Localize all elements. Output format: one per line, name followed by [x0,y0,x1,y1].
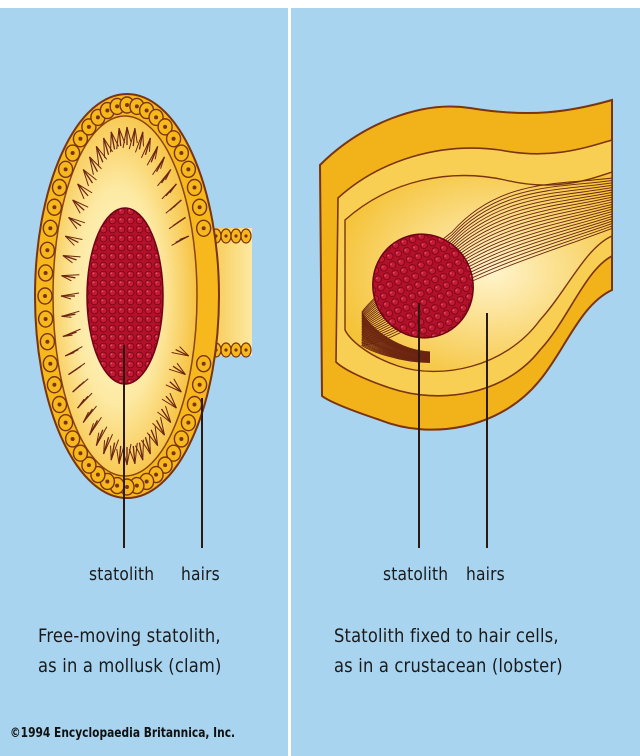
cell-nucleus [154,115,158,119]
cell-nucleus [163,125,167,129]
cell-nucleus [105,109,109,113]
hair [143,132,144,146]
cell-nucleus [234,234,237,237]
hair [111,446,112,460]
caption-right-line2: as in a crustacean (lobster) [334,652,563,680]
cell-nucleus [96,115,100,119]
cell-nucleus [179,151,183,155]
caption-left-line2: as in a mollusk (clam) [38,652,222,680]
cell-nucleus [52,383,56,387]
cell-nucleus [71,437,75,441]
cell-nucleus [71,151,75,155]
cell-nucleus [87,125,91,129]
cell-nucleus [186,167,190,171]
cell-nucleus [198,383,202,387]
cell-nucleus [78,451,82,455]
cell-nucleus [145,479,149,483]
copyright: ©1994 Encyclopaedia Britannica, Inc. [10,726,235,741]
cell-nucleus [58,403,62,407]
label-hairs-right: hairs [466,564,505,585]
cell-nucleus [244,234,247,237]
cell-nucleus [192,185,196,189]
cell-nucleus [172,137,176,141]
cell-nucleus [45,340,49,344]
cell-nucleus [125,103,129,107]
cell-nucleus [186,421,190,425]
cell-nucleus [43,294,47,298]
cell-nucleus [48,226,52,230]
cell-nucleus [44,317,48,321]
cell-nucleus [135,484,139,488]
cell-nucleus [198,205,202,209]
cell-nucleus [125,485,129,489]
cell-nucleus [154,473,158,477]
cell-nucleus [202,362,206,366]
cell-nucleus [64,421,68,425]
hair [143,440,144,460]
cell-nucleus [172,451,176,455]
cell-nucleus [52,205,56,209]
cell-nucleus [87,463,91,467]
panel-divider [288,8,291,756]
caption-right-line1: Statolith fixed to hair cells, [334,622,559,650]
caption-left-line1: Free-moving statolith, [38,622,221,650]
cell-nucleus [224,348,227,351]
cell-nucleus [202,226,206,230]
cell-nucleus [64,167,68,171]
cell-nucleus [115,484,119,488]
cell-nucleus [58,185,62,189]
cell-nucleus [96,473,100,477]
hair [111,132,112,152]
cell-nucleus [78,137,82,141]
cell-nucleus [135,104,139,108]
cell-nucleus [115,104,119,108]
cell-nucleus [234,348,237,351]
cell-nucleus [179,437,183,441]
cell-nucleus [145,109,149,113]
cell-nucleus [45,248,49,252]
cell-nucleus [192,403,196,407]
label-statolith-right: statolith [383,564,448,585]
label-hairs-left: hairs [181,564,220,585]
cell-nucleus [44,271,48,275]
cell-nucleus [244,348,247,351]
cell-nucleus [224,234,227,237]
cell-nucleus [105,479,109,483]
cell-nucleus [163,463,167,467]
label-statolith-left: statolith [89,564,154,585]
cell-nucleus [48,362,52,366]
